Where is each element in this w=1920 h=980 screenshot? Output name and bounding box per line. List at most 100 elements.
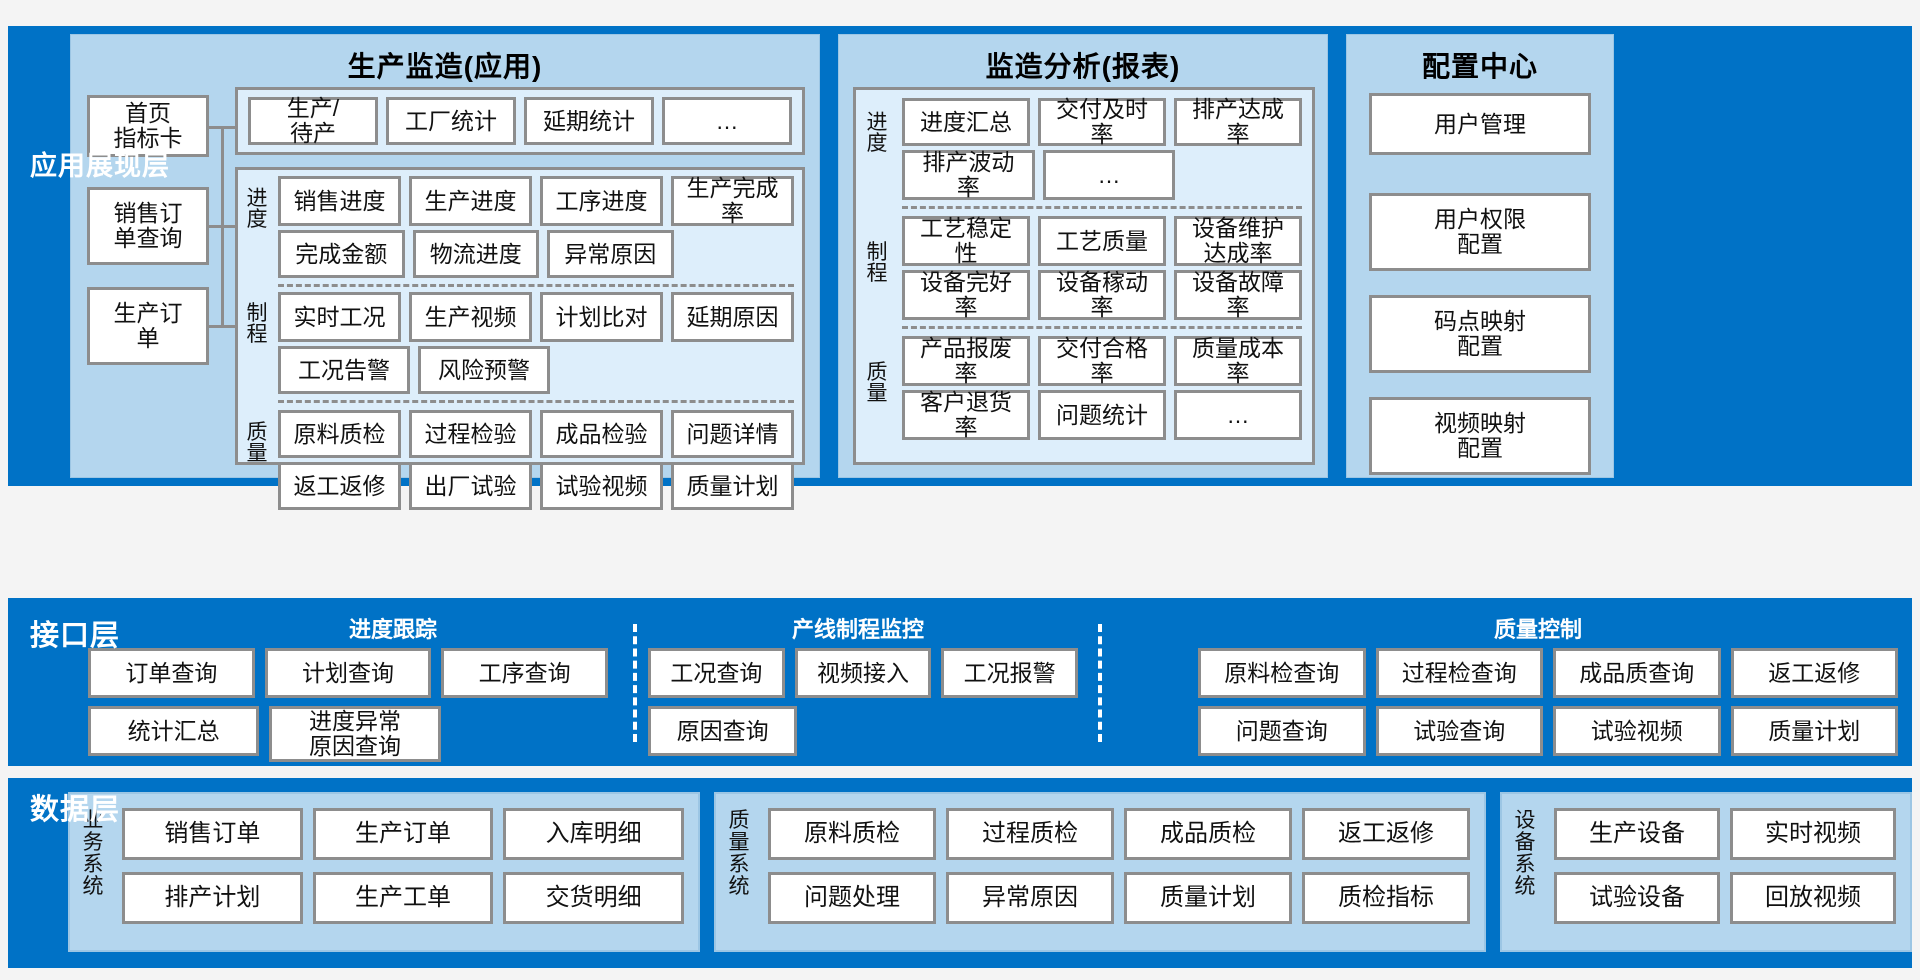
box-more-3[interactable]: … xyxy=(1174,390,1302,440)
layer-label-interface: 接口层 xyxy=(30,620,121,652)
entry-production-order[interactable]: 生产订单 xyxy=(87,287,209,365)
box-equipment-failure-rate[interactable]: 设备故障率 xyxy=(1174,270,1302,320)
box-video-access[interactable]: 视频接入 xyxy=(794,648,932,698)
box-more-1[interactable]: … xyxy=(662,97,792,145)
box-process-query[interactable]: 工序查询 xyxy=(441,648,609,698)
app-entry-column: 首页指标卡 销售订单查询 生产订单 xyxy=(87,85,235,471)
box-qc-indicator[interactable]: 质检指标 xyxy=(1302,872,1470,924)
analysis-row-quality-2: 客户退货率 问题统计 … xyxy=(902,390,1302,440)
box-issue-detail[interactable]: 问题详情 xyxy=(671,410,794,458)
box-more-2[interactable]: … xyxy=(1042,150,1176,200)
box-test-equipment[interactable]: 试验设备 xyxy=(1554,872,1720,924)
box-delay-statistics[interactable]: 延期统计 xyxy=(524,97,654,145)
box-rework-repair-data[interactable]: 返工返修 xyxy=(1302,808,1470,860)
box-user-permission-config[interactable]: 用户权限配置 xyxy=(1369,193,1591,271)
box-video-mapping-config[interactable]: 视频映射配置 xyxy=(1369,397,1591,475)
box-statistics-summary[interactable]: 统计汇总 xyxy=(88,706,260,756)
box-abnormal-reason[interactable]: 异常原因 xyxy=(547,230,674,278)
box-issue-query[interactable]: 问题查询 xyxy=(1198,706,1366,756)
box-production-equipment[interactable]: 生产设备 xyxy=(1554,808,1720,860)
box-finished-quality-query[interactable]: 成品质查询 xyxy=(1553,648,1721,698)
box-process-inspection[interactable]: 过程检验 xyxy=(409,410,532,458)
box-code-point-mapping-config[interactable]: 码点映射配置 xyxy=(1369,295,1591,373)
box-completed-amount[interactable]: 完成金额 xyxy=(278,230,405,278)
entry-sales-order-query[interactable]: 销售订单查询 xyxy=(87,187,209,265)
box-schedule-fluctuation-rate[interactable]: 排产波动率 xyxy=(902,150,1035,200)
box-sales-order[interactable]: 销售订单 xyxy=(122,808,303,860)
data-label-equipment-system: 设备系统 xyxy=(1514,809,1536,899)
box-factory-statistics[interactable]: 工厂统计 xyxy=(386,97,516,145)
entry-home-kpi-card[interactable]: 首页指标卡 xyxy=(87,95,209,157)
analysis-divider-1 xyxy=(902,206,1302,209)
box-delivery-pass-rate[interactable]: 交付合格率 xyxy=(1038,336,1166,386)
box-customer-return-rate[interactable]: 客户退货率 xyxy=(902,390,1030,440)
box-product-scrap-rate[interactable]: 产品报废率 xyxy=(902,336,1030,386)
box-production-schedule[interactable]: 排产计划 xyxy=(122,872,303,924)
data-panel-quality-system: 质量系统 原料质检 过程质检 成品质检 返工返修 问题处理 异常原因 质量计划 … xyxy=(714,792,1486,952)
box-process-qc[interactable]: 过程质检 xyxy=(946,808,1114,860)
box-production-order[interactable]: 生产订单 xyxy=(312,808,494,860)
row-progress-2: 完成金额 物流进度 异常原因 xyxy=(278,230,794,278)
box-delay-reason[interactable]: 延期原因 xyxy=(671,292,794,342)
divider-progress-process xyxy=(278,284,794,287)
box-production-pending[interactable]: 生产/待产 xyxy=(248,96,378,145)
box-finished-inspection[interactable]: 成品检验 xyxy=(540,410,663,458)
box-realtime-video[interactable]: 实时视频 xyxy=(1730,808,1896,860)
box-condition-alarm[interactable]: 工况告警 xyxy=(278,346,410,394)
box-production-progress[interactable]: 生产进度 xyxy=(409,176,532,226)
box-process-stability[interactable]: 工艺稳定性 xyxy=(902,216,1030,266)
box-logistics-progress[interactable]: 物流进度 xyxy=(412,230,539,278)
analysis-row-quality-1: 产品报废率 交付合格率 质量成本率 xyxy=(902,336,1302,386)
box-quality-plan-data[interactable]: 质量计划 xyxy=(1124,872,1292,924)
box-issue-statistics[interactable]: 问题统计 xyxy=(1038,390,1166,440)
box-ontime-delivery-rate[interactable]: 交付及时率 xyxy=(1038,97,1166,146)
box-raw-material-inspect-query[interactable]: 原料检查询 xyxy=(1198,648,1366,698)
box-rework-repair-if[interactable]: 返工返修 xyxy=(1730,648,1898,698)
box-equipment-maintenance-rate[interactable]: 设备维护达成率 xyxy=(1174,216,1302,266)
box-progress-abnormal-reason-query[interactable]: 进度异常原因查询 xyxy=(269,706,441,762)
box-process-inspect-query[interactable]: 过程检查询 xyxy=(1375,648,1543,698)
box-test-query[interactable]: 试验查询 xyxy=(1375,706,1543,756)
box-raw-material-qc[interactable]: 原料质检 xyxy=(768,808,936,860)
box-schedule-achievement-rate[interactable]: 排产达成率 xyxy=(1174,97,1302,146)
row-process-1: 实时工况 生产视频 计划比对 延期原因 xyxy=(278,292,794,342)
box-abnormal-reason-data[interactable]: 异常原因 xyxy=(946,872,1114,924)
box-user-management[interactable]: 用户管理 xyxy=(1369,93,1591,155)
box-quality-cost-rate[interactable]: 质量成本率 xyxy=(1174,336,1302,386)
box-sales-progress[interactable]: 销售进度 xyxy=(278,176,401,226)
box-plan-query[interactable]: 计划查询 xyxy=(264,648,432,698)
box-risk-warning[interactable]: 风险预警 xyxy=(418,346,550,394)
box-issue-handling[interactable]: 问题处理 xyxy=(768,872,936,924)
row-process-2: 工况告警 风险预警 xyxy=(278,346,794,394)
row-production-status: 生产/待产 工厂统计 延期统计 … xyxy=(248,96,792,145)
box-realtime-condition[interactable]: 实时工况 xyxy=(278,292,401,342)
box-quality-plan-if[interactable]: 质量计划 xyxy=(1730,706,1898,756)
box-condition-alarm-if[interactable]: 工况报警 xyxy=(941,648,1079,698)
interface-row-progress-2: 统计汇总 进度异常原因查询 xyxy=(88,706,608,762)
box-production-work-order[interactable]: 生产工单 xyxy=(312,872,494,924)
box-order-query[interactable]: 订单查询 xyxy=(88,648,255,698)
box-delivery-detail[interactable]: 交货明细 xyxy=(503,872,685,924)
box-progress-summary[interactable]: 进度汇总 xyxy=(902,98,1030,146)
box-quality-plan[interactable]: 质量计划 xyxy=(671,462,794,510)
box-finished-qc[interactable]: 成品质检 xyxy=(1124,808,1292,860)
box-test-video[interactable]: 试验视频 xyxy=(540,462,663,510)
box-equipment-utilization-rate[interactable]: 设备稼动率 xyxy=(1038,270,1166,320)
box-inbound-detail[interactable]: 入库明细 xyxy=(503,808,685,860)
interface-row-progress-1: 订单查询 计划查询 工序查询 xyxy=(88,648,609,698)
box-test-video-if[interactable]: 试验视频 xyxy=(1553,706,1721,756)
box-production-completion-rate[interactable]: 生产完成率 xyxy=(671,176,794,226)
box-production-video[interactable]: 生产视频 xyxy=(409,292,532,342)
box-plan-comparison[interactable]: 计划比对 xyxy=(540,292,663,342)
box-playback-video[interactable]: 回放视频 xyxy=(1730,872,1896,924)
equipment-row-1: 生产设备 实时视频 xyxy=(1554,808,1896,860)
box-process-progress[interactable]: 工序进度 xyxy=(540,176,663,226)
box-rework-repair[interactable]: 返工返修 xyxy=(278,462,401,510)
box-process-quality[interactable]: 工艺质量 xyxy=(1038,216,1166,266)
category-label-process: 制程 xyxy=(246,302,268,346)
box-reason-query[interactable]: 原因查询 xyxy=(648,706,798,756)
box-factory-test[interactable]: 出厂试验 xyxy=(409,462,532,510)
box-equipment-integrity-rate[interactable]: 设备完好率 xyxy=(902,270,1030,320)
box-condition-query[interactable]: 工况查询 xyxy=(648,648,785,698)
box-raw-material-inspection[interactable]: 原料质检 xyxy=(278,410,401,458)
